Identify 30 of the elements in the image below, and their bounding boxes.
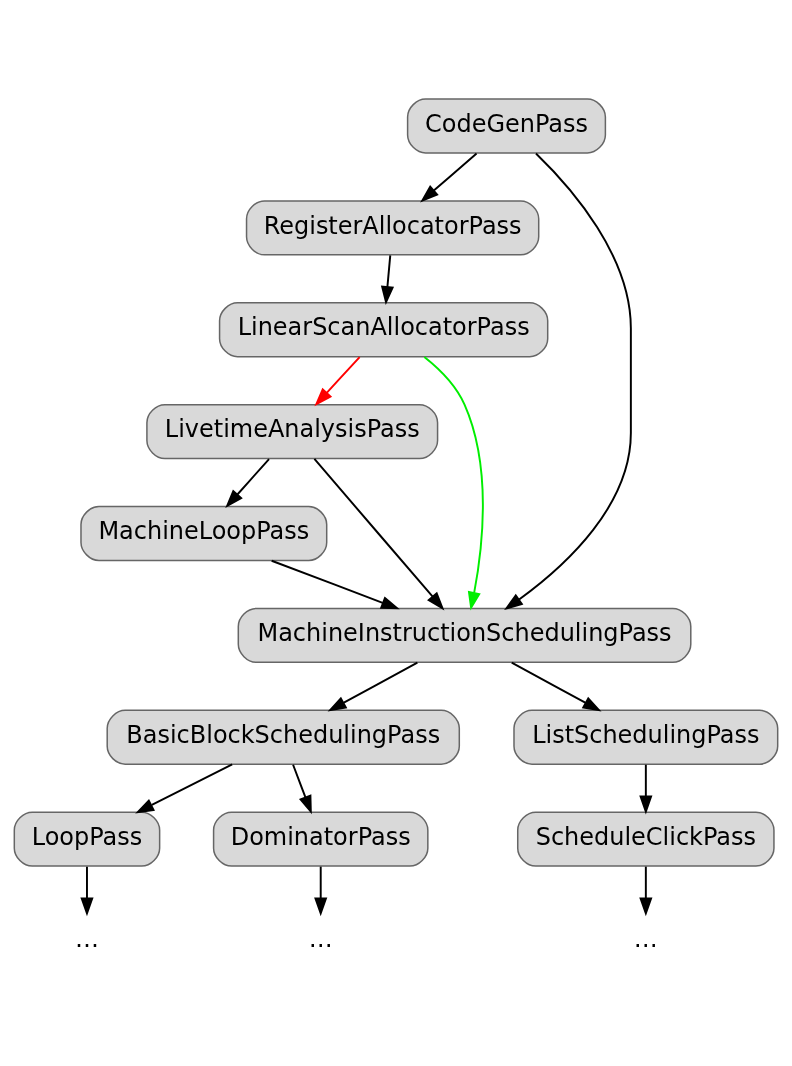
node-box: MachineLoopPass	[80, 505, 328, 561]
arrow	[80, 865, 94, 916]
node-box: ListSchedulingPass	[513, 709, 779, 765]
node-box: MachineInstructionSchedulingPass	[237, 607, 692, 663]
node-box: DominatorPass	[212, 810, 429, 867]
node-box: LinearScanAllocatorPass	[218, 301, 549, 357]
node-text: …	[633, 924, 658, 953]
node-box: RegisterAllocatorPass	[245, 199, 540, 256]
node-text: …	[74, 924, 99, 953]
arrow	[313, 457, 445, 610]
arrow	[423, 355, 484, 611]
arrow	[380, 253, 395, 305]
arrow	[135, 763, 234, 813]
arrow	[314, 355, 361, 406]
arrow	[327, 661, 419, 712]
node-box: LivetimeAnalysisPass	[146, 403, 439, 459]
arrow	[225, 457, 270, 508]
node-box: BasicBlockSchedulingPass	[106, 709, 461, 765]
arrow	[292, 763, 312, 814]
node-box: LoopPass	[13, 810, 161, 867]
node-text: …	[308, 924, 333, 953]
arrow	[504, 152, 632, 610]
node-box: CodeGenPass	[406, 97, 607, 154]
arrow	[639, 763, 653, 814]
arrow	[510, 661, 602, 712]
node-box: ScheduleClickPass	[517, 810, 775, 867]
arrow	[270, 559, 400, 609]
arrow	[639, 865, 653, 916]
arrow	[314, 865, 328, 916]
arrow	[420, 151, 478, 202]
